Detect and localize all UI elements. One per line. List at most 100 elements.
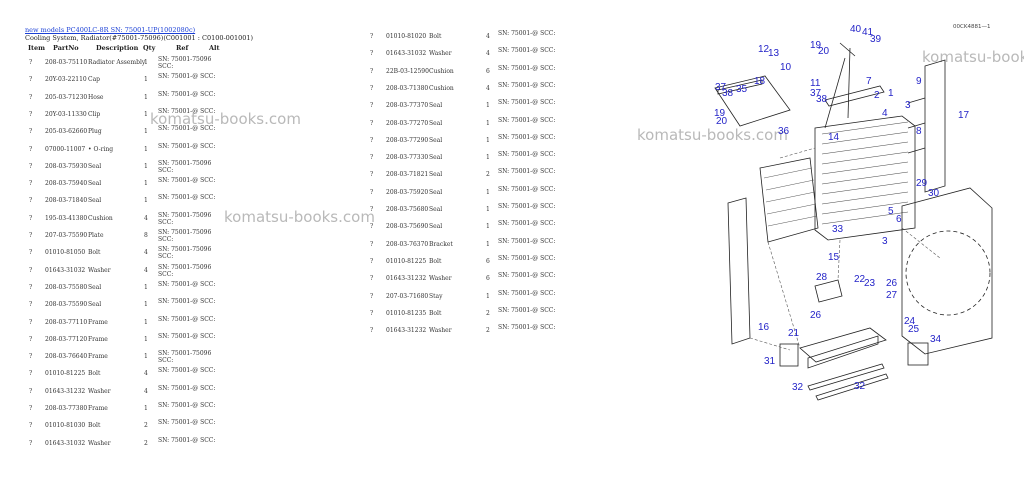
row-partno: 208-03-75940 [45, 180, 88, 188]
row-description: Seal [88, 197, 102, 205]
row-remark: SN: 75001-@ SCC: [158, 107, 216, 115]
row-partno: 208-03-77380 [45, 405, 88, 412]
row-remark: SN: 75001-@ SCC: [158, 177, 216, 185]
col-header-item: Item [28, 44, 46, 52]
row-partno: 208-03-75590 [45, 301, 88, 309]
svg-text:12: 12 [758, 44, 770, 55]
row-partno: 20Y-03-11330 [45, 110, 87, 118]
row-description: Washer [88, 387, 111, 395]
svg-text:13: 13 [768, 48, 780, 59]
row-description: Seal [429, 136, 443, 144]
model-link[interactable]: new models PC400LC-8R SN: 75001-UP(10020… [25, 26, 196, 34]
row-remark: SN: 75001-@ SCC: [158, 402, 216, 409]
svg-text:35: 35 [736, 84, 748, 95]
row-qty: 4 [144, 249, 148, 257]
row-remark: SN: 75001-@ SCC: [498, 99, 556, 107]
row-remark: SN: 75001-@ SCC: [498, 324, 556, 332]
svg-text:11: 11 [810, 78, 821, 89]
row-remark: SN: 75001-75096 SCC: [158, 211, 212, 226]
row-item: ? [29, 318, 33, 326]
row-remark: SN: 75001-@ SCC: [498, 81, 556, 89]
row-description: Cushion [88, 214, 113, 222]
svg-text:39: 39 [870, 34, 882, 45]
row-partno: 208-03-71821 [386, 171, 429, 179]
radiator-core [814, 115, 916, 241]
row-item: ? [29, 370, 33, 378]
row-remark: SN: 75001-@ SCC: [498, 133, 556, 141]
row-item: ? [370, 171, 374, 179]
row-qty: 1 [486, 119, 490, 127]
row-item: ? [370, 136, 374, 144]
row-remark: SN: 75001-@ SCC: [498, 237, 556, 245]
row-description: Frame [88, 353, 108, 361]
row-qty: 1 [486, 154, 490, 162]
row-remark: SN: 75001-@ SCC: [158, 73, 216, 81]
row-qty: 1 [144, 318, 148, 326]
row-partno: 208-03-75580 [45, 283, 88, 291]
row-item: ? [370, 223, 374, 231]
svg-text:37: 37 [810, 88, 822, 99]
row-item: ? [29, 110, 33, 118]
svg-text:34: 34 [930, 334, 942, 345]
row-qty: 1 [144, 405, 148, 412]
svg-text:24: 24 [904, 316, 916, 327]
row-item: ? [370, 292, 374, 300]
row-qty: 2 [486, 309, 490, 317]
row-description: Seal [429, 154, 443, 162]
row-item: ? [29, 76, 33, 84]
svg-text:28: 28 [816, 272, 828, 283]
page-subtitle: Cooling System, Radiator(#75001-75096)(C… [25, 34, 254, 42]
row-qty: 1 [144, 162, 148, 170]
row-remark: SN: 75001-@ SCC: [498, 203, 556, 210]
row-qty: 6 [486, 67, 490, 75]
row-description: Seal [88, 162, 102, 170]
row-partno: 208-03-71840 [45, 197, 88, 205]
row-qty: 2 [144, 439, 148, 447]
row-remark: SN: 75001-75096 SCC: [158, 246, 212, 261]
row-partno: 208-03-77120 [45, 335, 88, 343]
row-item: ? [29, 335, 33, 343]
row-description: Washer [88, 439, 111, 447]
row-qty: 1 [144, 76, 148, 84]
svg-text:6: 6 [896, 214, 902, 225]
row-qty: 1 [144, 335, 148, 343]
svg-text:3: 3 [882, 236, 888, 247]
svg-text:19: 19 [714, 108, 726, 119]
row-partno: 01010-81030 [45, 422, 86, 430]
row-qty: 4 [144, 214, 148, 222]
row-remark: SN: 75001-75096 SCC: [158, 56, 212, 70]
row-partno: 01010-81020 [386, 33, 427, 40]
row-description: Seal [429, 119, 443, 127]
row-partno: 01643-31232 [386, 327, 427, 335]
row-qty: 2 [486, 171, 490, 179]
row-description: Seal [429, 188, 443, 196]
row-remark: SN: 75001-75096 SCC: [158, 263, 212, 278]
row-qty: 1 [144, 145, 148, 153]
row-qty: 6 [486, 257, 490, 265]
row-partno: 01643-31232 [45, 387, 86, 395]
row-qty: 1 [486, 102, 490, 110]
watermark: komatsu-books.com [637, 126, 788, 144]
svg-text:20: 20 [818, 46, 830, 57]
row-description: Bracket [429, 240, 453, 248]
row-item: ? [29, 283, 33, 291]
row-description: Washer [429, 327, 452, 335]
row-remark: SN: 75001-@ SCC: [498, 116, 556, 124]
row-qty: 2 [486, 327, 490, 335]
row-remark: SN: 75001-@ SCC: [158, 125, 216, 133]
svg-text:26: 26 [886, 278, 898, 289]
row-remark: SN: 75001-@ SCC: [158, 315, 216, 323]
row-item: ? [29, 422, 33, 430]
row-description: Seal [88, 301, 102, 309]
row-item: ? [370, 309, 374, 317]
svg-text:10: 10 [780, 62, 792, 73]
row-description: Washer [88, 266, 111, 274]
row-qty: 4 [486, 84, 490, 92]
row-remark: SN: 75001-@ SCC: [158, 384, 216, 392]
row-description: Bolt [429, 257, 442, 265]
row-remark: SN: 75001-@ SCC: [158, 90, 216, 98]
row-item: ? [29, 197, 33, 205]
row-qty: 1 [486, 206, 490, 213]
svg-text:36: 36 [778, 126, 790, 137]
svg-text:25: 25 [908, 324, 920, 335]
